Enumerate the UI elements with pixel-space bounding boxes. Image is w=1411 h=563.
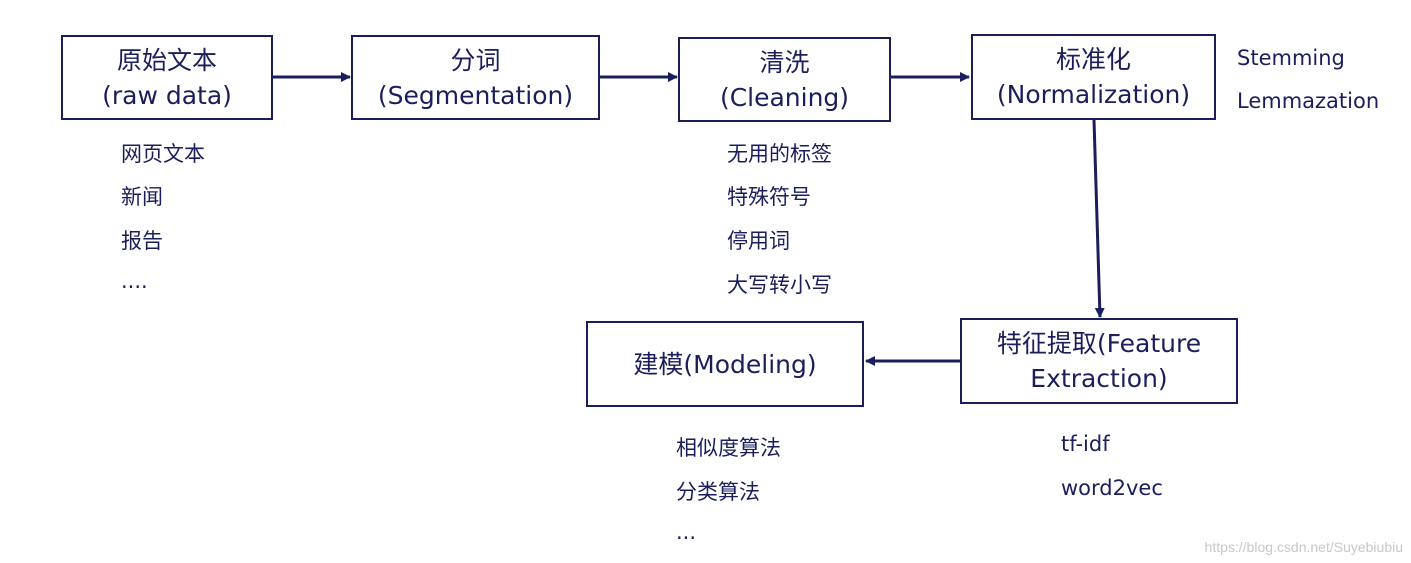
- node-cleaning-title: 清洗: [759, 47, 810, 77]
- clean-note-item: 大写转小写: [727, 273, 832, 297]
- model-note-item: 相似度算法: [676, 436, 781, 460]
- node-feature-extraction: 特征提取(Feature Extraction): [960, 318, 1238, 404]
- node-raw-data: 原始文本 (raw data): [61, 35, 273, 120]
- node-normalization-subtitle: (Normalization): [996, 80, 1191, 109]
- node-raw-data-subtitle: (raw data): [102, 80, 232, 110]
- model-note-item: 分类算法: [676, 480, 760, 504]
- arrow-norm-to-feat: [1092, 119, 1105, 318]
- feat-note-item: word2vec: [1061, 476, 1163, 500]
- feat-note-item: tf-idf: [1061, 432, 1110, 456]
- node-modeling: 建模(Modeling): [586, 321, 864, 407]
- node-modeling-title: 建模(Modeling): [633, 349, 817, 379]
- norm-note-item: Lemmazation: [1237, 89, 1380, 113]
- watermark-text: https://blog.csdn.net/Suyebiubiu: [1204, 539, 1403, 555]
- raw-note-item: 新闻: [121, 185, 163, 209]
- norm-note-item: Stemming: [1237, 46, 1345, 70]
- model-note-item: ...: [676, 520, 697, 544]
- node-raw-data-title: 原始文本: [116, 45, 217, 75]
- node-normalization: 标准化 (Normalization): [971, 34, 1216, 120]
- node-cleaning: 清洗 (Cleaning): [678, 37, 891, 122]
- node-normalization-title: 标准化: [1055, 45, 1131, 74]
- node-segmentation-title: 分词: [450, 45, 501, 75]
- clean-note-item: 停用词: [727, 229, 790, 253]
- node-segmentation-subtitle: (Segmentation): [377, 80, 574, 110]
- node-cleaning-subtitle: (Cleaning): [719, 82, 850, 112]
- raw-note-item: 网页文本: [121, 142, 205, 166]
- node-feature-extraction-title: 特征提取(Feature: [996, 329, 1202, 358]
- clean-note-item: 无用的标签: [727, 142, 832, 166]
- raw-note-item: 报告: [121, 229, 163, 253]
- node-feature-extraction-subtitle: Extraction): [1030, 364, 1168, 393]
- node-segmentation: 分词 (Segmentation): [351, 35, 600, 120]
- raw-note-item: ....: [121, 269, 148, 293]
- clean-note-item: 特殊符号: [727, 185, 811, 209]
